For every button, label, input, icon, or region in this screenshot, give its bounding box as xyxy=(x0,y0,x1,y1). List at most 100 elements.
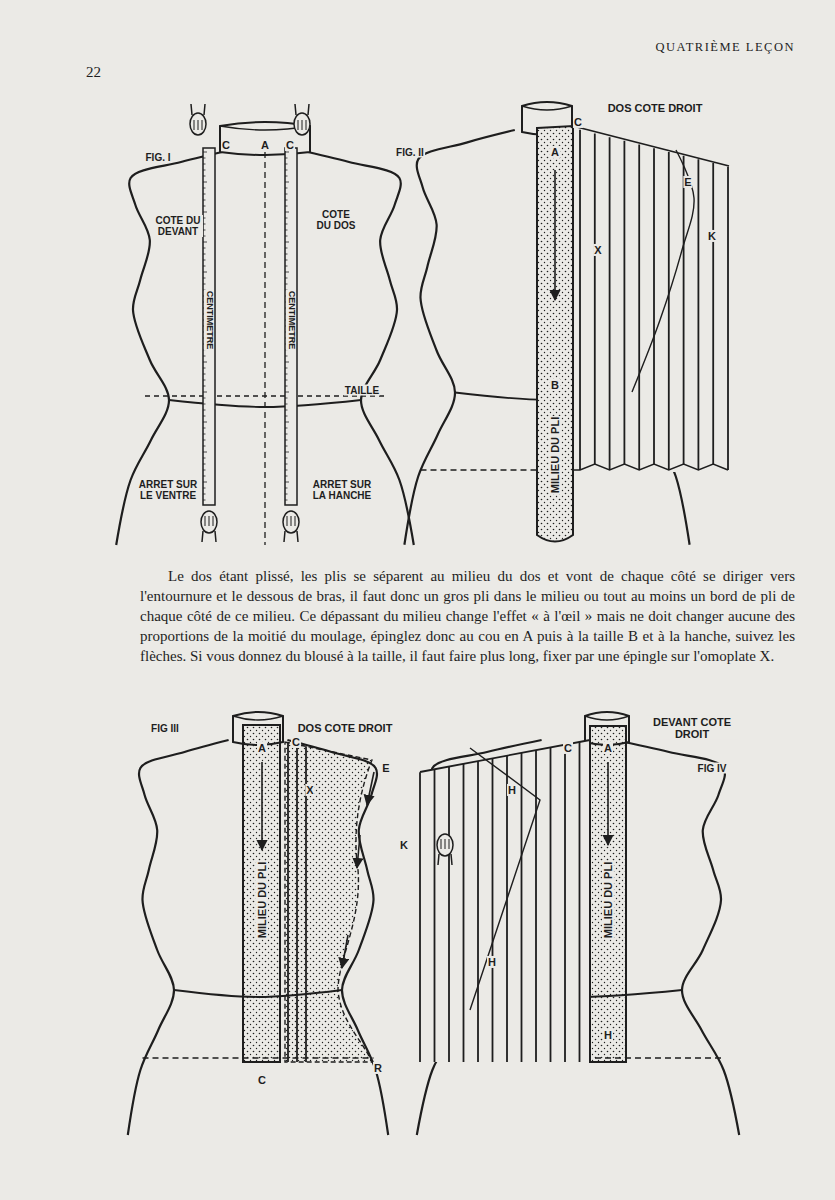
pleat-line xyxy=(477,761,479,1062)
tape-tick xyxy=(285,362,289,363)
figure-label: K xyxy=(399,839,409,851)
figure-label: C xyxy=(221,139,231,151)
tape-tick xyxy=(285,152,289,153)
tape-tick xyxy=(203,254,206,255)
finger xyxy=(194,120,195,130)
figure-label: K xyxy=(707,230,717,242)
tape-tick xyxy=(203,428,206,429)
tape-tick xyxy=(203,470,206,471)
direction-arrow xyxy=(342,935,348,968)
tape-tick xyxy=(203,182,207,183)
collar-rim xyxy=(585,716,629,720)
figure-label: ARRET SUR LA HANCHE xyxy=(309,479,375,501)
finger xyxy=(287,516,288,526)
tape-tick xyxy=(203,194,206,195)
tape-tick xyxy=(203,206,206,207)
pleat-line xyxy=(609,137,611,470)
tape-tick xyxy=(203,242,207,243)
figure-label: A xyxy=(550,146,560,158)
tape-tick xyxy=(203,452,207,453)
tape-tick xyxy=(203,422,207,423)
dress-form xyxy=(128,712,388,1135)
pleat-line xyxy=(712,163,714,464)
finger xyxy=(295,516,296,526)
hand xyxy=(201,511,217,542)
tape-tick xyxy=(285,254,288,255)
tape-tick xyxy=(203,368,206,369)
collar-rim xyxy=(233,716,283,720)
tape-tick xyxy=(285,224,288,225)
tape-tick xyxy=(203,272,207,273)
palm xyxy=(437,834,453,856)
tape-tick xyxy=(285,476,288,477)
pleat-line xyxy=(448,767,450,1062)
figure-label: MILIEU DU PLI xyxy=(549,416,561,494)
tape-tick xyxy=(285,458,288,459)
tape-tick xyxy=(285,158,288,159)
tape-tick xyxy=(203,284,206,285)
wrist xyxy=(215,531,216,542)
tape-tick xyxy=(285,200,288,201)
stippled-fabric xyxy=(285,742,372,1062)
center-pleat xyxy=(590,726,626,1062)
finger xyxy=(198,120,199,130)
tape-measure xyxy=(285,148,297,505)
figure-label: C xyxy=(573,116,583,128)
figure-label: DOS COTE DROIT xyxy=(607,102,704,114)
tape-tick xyxy=(285,194,288,195)
tape-tick xyxy=(285,392,289,393)
tape-tick xyxy=(203,176,206,177)
guide-line xyxy=(470,748,540,1010)
form-outline xyxy=(404,130,514,545)
direction-arrow xyxy=(261,762,263,850)
tape-tick xyxy=(285,266,288,267)
wrist xyxy=(191,104,192,115)
direction-arrow xyxy=(554,170,556,300)
finger xyxy=(441,839,442,849)
tape-tick xyxy=(285,380,288,381)
fabric-top xyxy=(420,740,590,772)
dress-form xyxy=(116,122,414,545)
hand xyxy=(283,511,299,542)
dress-form xyxy=(417,712,739,1135)
collar-rim xyxy=(522,106,572,110)
pleat-line xyxy=(683,156,685,464)
figure-label: TAILLE xyxy=(344,385,380,396)
center-pleat xyxy=(243,725,280,1062)
tape-tick xyxy=(203,410,206,411)
tape-tick xyxy=(285,218,288,219)
tape-tick xyxy=(203,404,206,405)
tape-tick xyxy=(203,476,206,477)
tape-tick xyxy=(285,482,289,483)
tape-tick xyxy=(285,356,288,357)
tape-tick xyxy=(285,176,288,177)
tape-tick xyxy=(285,164,288,165)
tape-tick xyxy=(203,188,206,189)
tape xyxy=(203,148,215,505)
tape-tick xyxy=(285,284,288,285)
tape-tick xyxy=(203,494,206,495)
figure-label: C xyxy=(285,139,295,151)
wrist xyxy=(438,854,439,865)
tape-tick xyxy=(203,464,206,465)
pleat-line xyxy=(653,148,655,464)
finger xyxy=(306,120,307,130)
figure-label: FIG III xyxy=(150,723,180,734)
tape-tick xyxy=(203,152,207,153)
finger xyxy=(202,120,203,130)
finger xyxy=(302,120,303,130)
tape-tick xyxy=(203,218,206,219)
tape-tick xyxy=(285,242,289,243)
tape-tick xyxy=(285,236,288,237)
form-outline xyxy=(614,740,739,1135)
pleat-line xyxy=(564,745,566,1062)
tape-tick xyxy=(285,422,289,423)
figure-label: A xyxy=(257,742,267,754)
tape-tick xyxy=(285,446,288,447)
tape-tick xyxy=(285,428,288,429)
tape-tick xyxy=(285,398,288,399)
figure-label: FIG. I xyxy=(145,152,172,163)
pleat-line xyxy=(624,141,626,464)
figure-label: CENTIMETRE xyxy=(286,290,296,351)
tape-tick xyxy=(203,446,206,447)
